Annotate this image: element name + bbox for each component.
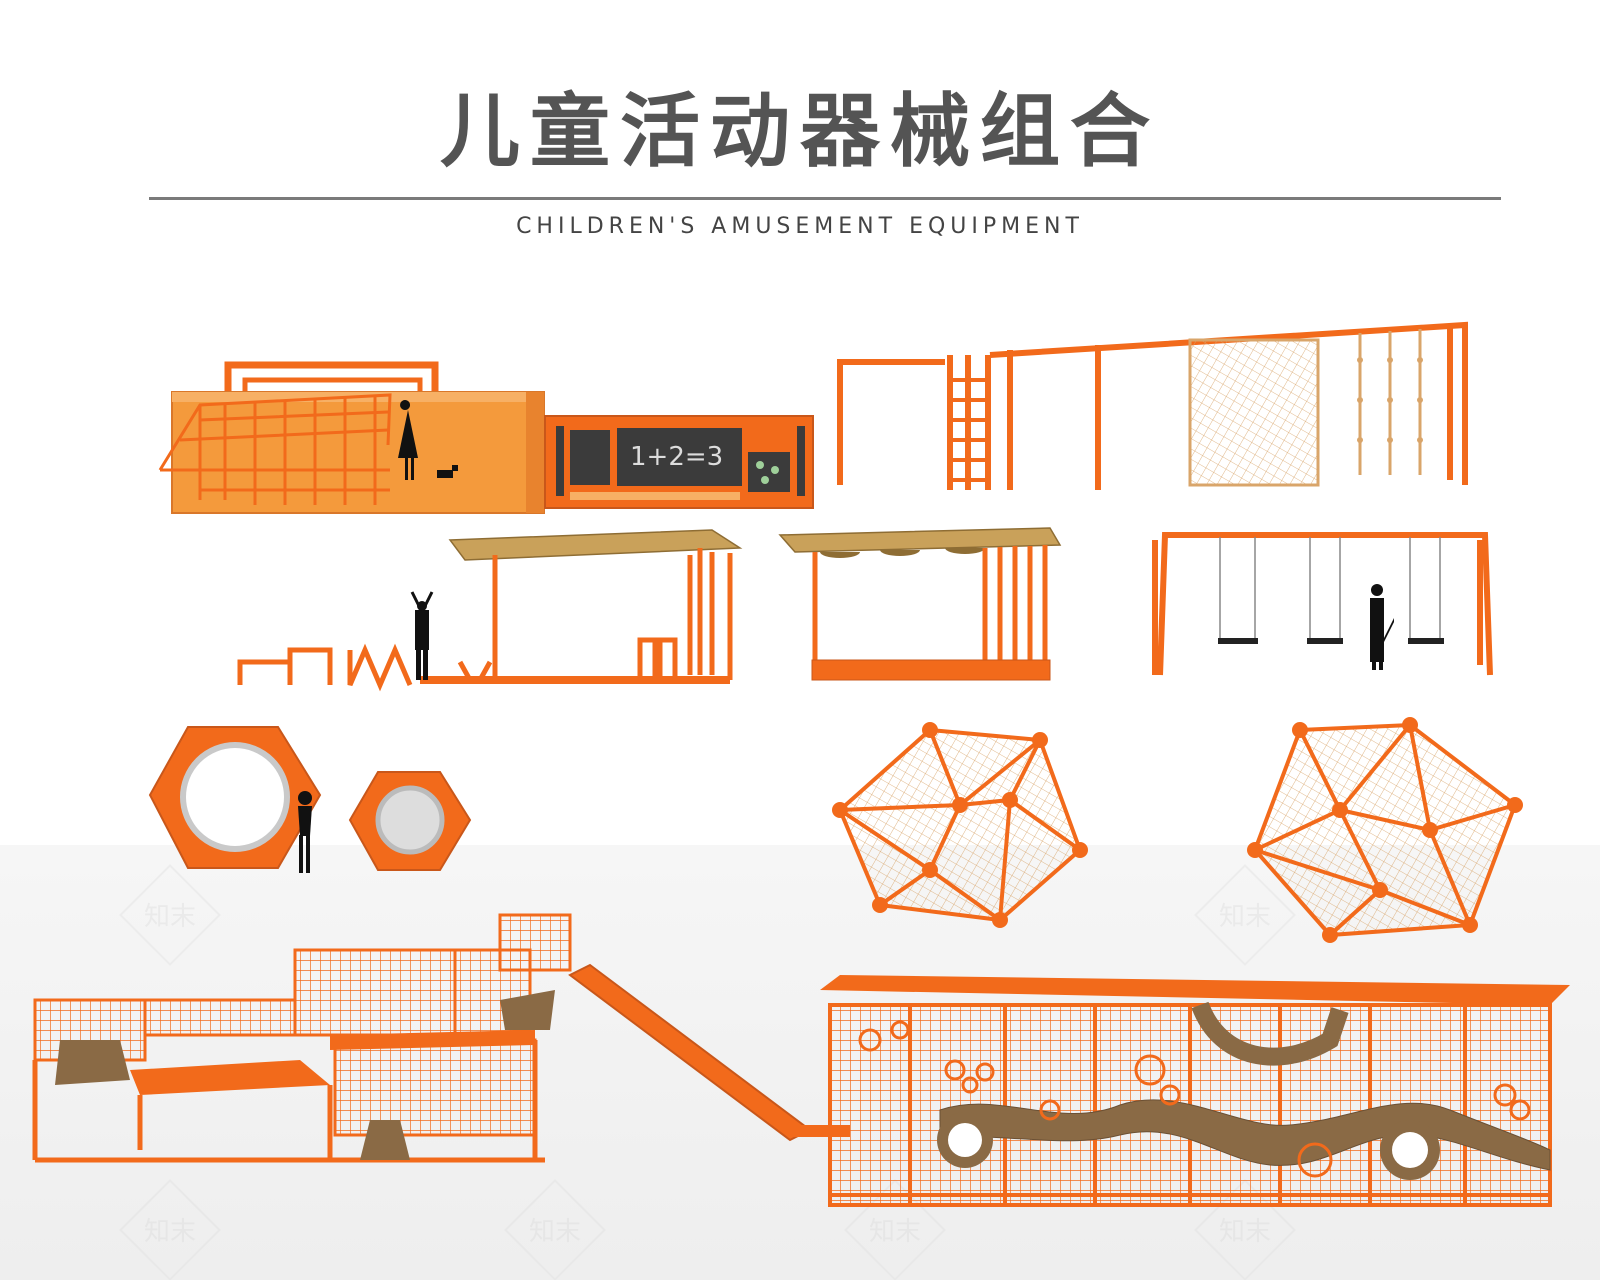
watermark-text: 知末: [529, 1217, 581, 1247]
watermark-text: 知末: [1219, 1217, 1271, 1247]
watermark-diamond: 知末: [504, 1179, 606, 1280]
page-title: 儿童活动器械组合: [440, 85, 1160, 178]
swing-set-icon: [1152, 532, 1493, 676]
page-subtitle: CHILDREN'S AMUSEMENT EQUIPMENT: [516, 214, 1084, 239]
geodesic-climbing-dome-icon: [832, 717, 1523, 943]
platform-with-slide-icon: [32, 913, 850, 1163]
pergola-icon: [778, 527, 1062, 681]
watermark-text: 知末: [869, 1217, 921, 1247]
climbing-box-with-chalkboard-icon: 1+2=3: [158, 361, 814, 514]
monkey-bar-frame-icon: [837, 321, 1468, 490]
pergola-with-bars-icon: [237, 529, 743, 692]
watermark-diamond: 知末: [1194, 864, 1296, 966]
watermarks: 知末 知末 知末 知末 知末 知末: [119, 864, 1296, 1280]
watermark-text: 知末: [144, 1217, 196, 1247]
mesh-crawl-tunnel-icon: [820, 975, 1570, 1207]
title-divider: [149, 197, 1501, 200]
watermark-diamond: 知末: [119, 864, 221, 966]
watermark-text: 知末: [1219, 902, 1271, 932]
hexagon-tunnel-icon: [148, 726, 472, 873]
chalkboard-equation: 1+2=3: [630, 442, 723, 472]
watermark-diamond: 知末: [119, 1179, 221, 1280]
watermark-text: 知末: [144, 902, 196, 932]
